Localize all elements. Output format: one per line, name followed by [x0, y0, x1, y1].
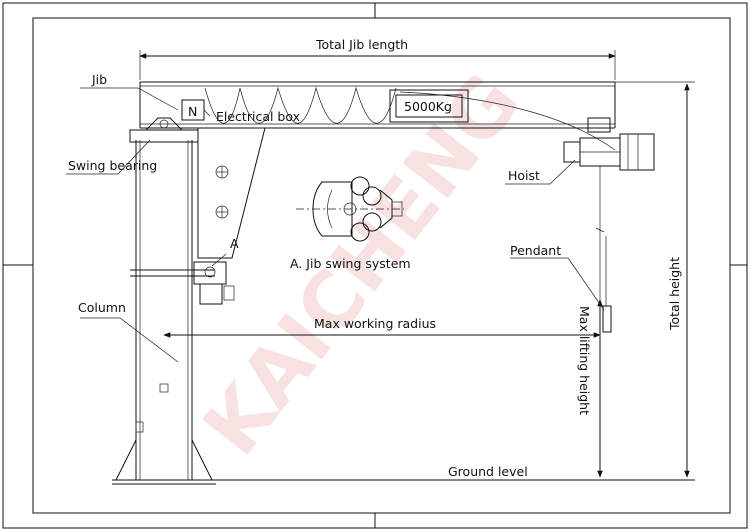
max-lifting-height-label: Max lifting height [577, 306, 592, 415]
hoist-label: Hoist [508, 168, 540, 183]
capacity-plate: 5000Kg [389, 89, 469, 123]
jib-label: Jib [91, 72, 107, 87]
capacity-label: 5000Kg [404, 99, 452, 114]
column [112, 140, 216, 485]
swing-bearing-label: Swing bearing [68, 158, 157, 173]
pendant [602, 236, 612, 333]
ground-level-label: Ground level [448, 464, 528, 479]
electrical-box-label: Electrical box [216, 109, 300, 124]
dim-total-height [615, 81, 695, 478]
electrical-box: N [181, 99, 205, 121]
electrical-symbol: N [188, 104, 197, 119]
jib-swing-system-label: A. Jib swing system [290, 256, 411, 271]
pendant-label: Pendant [510, 243, 561, 258]
column-label: Column [78, 300, 126, 315]
hoist [563, 117, 655, 475]
swing-drive [130, 261, 235, 305]
max-working-radius-label: Max working radius [314, 316, 436, 331]
jib-swing-detail [296, 176, 404, 242]
leader-lines [66, 87, 605, 363]
total-height-label: Total height [667, 257, 682, 331]
detail-marker-label: A [230, 236, 239, 251]
jib-beam [139, 81, 616, 151]
dim-total-jib-length [139, 50, 616, 80]
total-jib-length-label: Total Jib length [315, 37, 408, 52]
support-arm [197, 127, 266, 259]
